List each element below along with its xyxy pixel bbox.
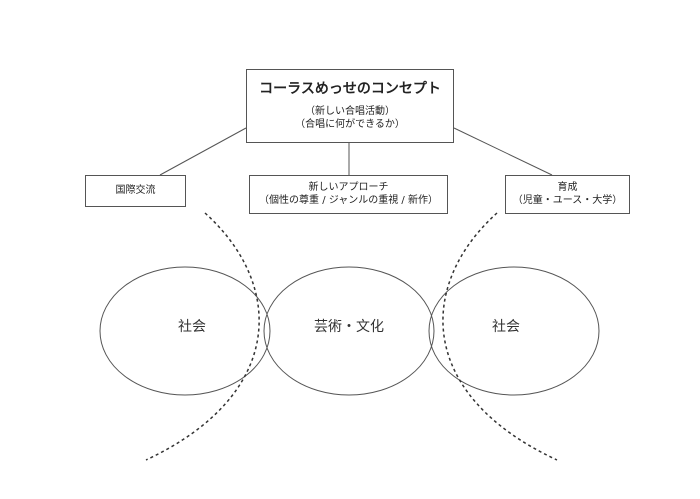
circle-label-society-right: 社会 — [492, 319, 520, 335]
branch-label-training: 育成 — [557, 182, 578, 193]
concept-title: コーラスめっせのコンセプト — [259, 80, 441, 97]
concept-subtitle-1: （新しい合唱活動） — [305, 106, 395, 118]
concept-subtitle-2: （合唱に何ができるか） — [295, 118, 405, 130]
branch-label-international: 国際交流 — [115, 184, 156, 196]
dashed-arc-right — [442, 212, 558, 461]
connector-left — [159, 127, 247, 176]
circle-left — [99, 266, 271, 396]
circle-center — [263, 266, 435, 396]
connector-right — [453, 127, 553, 176]
dashed-arc-left — [145, 212, 260, 461]
circle-label-arts-culture: 芸術・文化 — [314, 319, 384, 335]
branch-detail-training: （児童・ユース・大学） — [512, 194, 623, 206]
circle-label-society-left: 社会 — [178, 319, 206, 335]
branch-label-new-approach: 新しいアプローチ — [308, 182, 389, 193]
circle-right — [428, 266, 600, 396]
branch-box-international: 国際交流 — [85, 175, 186, 207]
branch-box-training: 育成 （児童・ユース・大学） — [505, 175, 630, 214]
branch-detail-new-approach: （個性の尊重 / ジャンルの重視 / 新作） — [259, 194, 438, 206]
branch-box-new-approach: 新しいアプローチ （個性の尊重 / ジャンルの重視 / 新作） — [249, 175, 448, 214]
concept-box: コーラスめっせのコンセプト （新しい合唱活動） （合唱に何ができるか） — [246, 69, 454, 143]
